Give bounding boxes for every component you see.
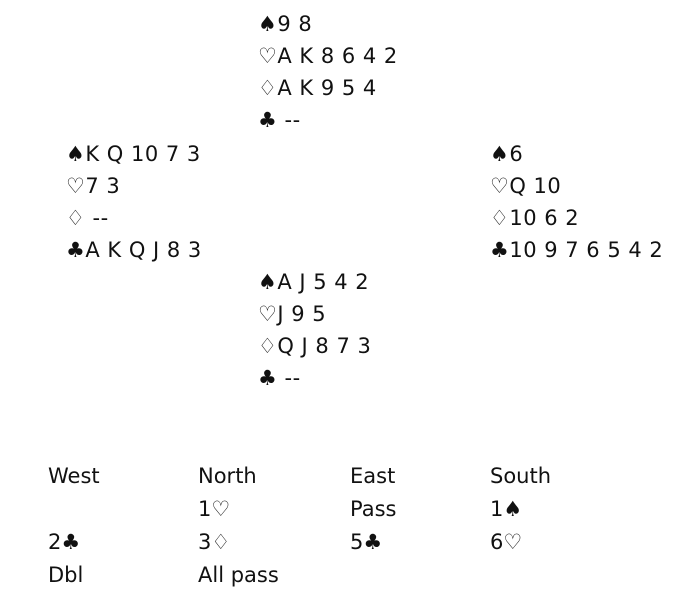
west-hearts: ♡7 3 [66,170,202,202]
spade-suit-symbol: ♠ [258,270,278,294]
north-diamonds: ♢A K 9 5 4 [258,72,398,104]
south-diamonds: ♢Q J 8 7 3 [258,330,371,362]
diamond-suit-symbol: ♢ [66,206,86,230]
club-suit-symbol: ♣ [490,238,510,262]
spade-suit-symbol: ♠ [490,142,510,166]
diamond-suit-symbol: ♢ [258,76,278,100]
east-hearts: ♡Q 10 [490,170,663,202]
east-diamonds-cards: 10 6 2 [509,206,580,230]
bid-cell: 2♣ [48,530,81,554]
club-suit-symbol: ♣ [66,238,86,262]
auction-header-east: East [350,464,396,488]
south-clubs: ♣ -- [258,362,371,394]
west-spades: ♠K Q 10 7 3 [66,138,202,170]
south-hand: ♠A J 5 4 2 ♡J 9 5 ♢Q J 8 7 3 ♣ -- [258,266,371,394]
east-clubs: ♣10 9 7 6 5 4 2 [490,234,663,266]
auction-round-row: 1♡ Pass 1♠ [0,493,680,526]
south-hearts: ♡J 9 5 [258,298,371,330]
west-hearts-cards: 7 3 [85,174,121,198]
bidding-auction-table: West North East South 1♡ Pass 1♠ 2♣ 3♢ 5… [0,460,680,592]
auction-round-row: Dbl All pass [0,559,680,592]
auction-round-row: 2♣ 3♢ 5♣ 6♡ [0,526,680,559]
auction-header-row: West North East South [0,460,680,493]
bid-cell: Dbl [48,563,84,587]
north-spades: ♠9 8 [258,8,398,40]
north-spades-cards: 9 8 [277,12,313,36]
west-hand: ♠K Q 10 7 3 ♡7 3 ♢ -- ♣A K Q J 8 3 [66,138,202,266]
west-clubs-cards: A K Q J 8 3 [85,238,202,262]
south-diamonds-cards: Q J 8 7 3 [277,334,372,358]
bid-cell: 5♣ [350,530,383,554]
north-hearts-cards: A K 8 6 4 2 [277,44,398,68]
bid-cell: 1♡ [198,497,231,521]
heart-suit-symbol: ♡ [490,174,510,198]
south-hearts-cards: J 9 5 [277,302,327,326]
east-spades: ♠6 [490,138,663,170]
bid-cell: 6♡ [490,530,523,554]
west-clubs: ♣A K Q J 8 3 [66,234,202,266]
heart-suit-symbol: ♡ [258,302,278,326]
west-spades-cards: K Q 10 7 3 [85,142,201,166]
east-hearts-cards: Q 10 [509,174,562,198]
bid-cell: 3♢ [198,530,231,554]
south-spades-cards: A J 5 4 2 [277,270,370,294]
west-diamonds: ♢ -- [66,202,202,234]
club-suit-symbol: ♣ [258,108,278,132]
north-clubs-cards: -- [277,108,301,132]
bid-cell: 1♠ [490,497,523,521]
west-diamonds-cards: -- [85,206,109,230]
east-clubs-cards: 10 9 7 6 5 4 2 [509,238,664,262]
auction-header-south: South [490,464,552,488]
east-hand: ♠6 ♡Q 10 ♢10 6 2 ♣10 9 7 6 5 4 2 [490,138,663,266]
north-hearts: ♡A K 8 6 4 2 [258,40,398,72]
diamond-suit-symbol: ♢ [490,206,510,230]
east-diamonds: ♢10 6 2 [490,202,663,234]
east-spades-cards: 6 [509,142,524,166]
spade-suit-symbol: ♠ [258,12,278,36]
heart-suit-symbol: ♡ [258,44,278,68]
north-diamonds-cards: A K 9 5 4 [277,76,377,100]
bid-cell: Pass [350,497,397,521]
bid-cell: All pass [198,563,279,587]
heart-suit-symbol: ♡ [66,174,86,198]
spade-suit-symbol: ♠ [66,142,86,166]
club-suit-symbol: ♣ [258,366,278,390]
south-spades: ♠A J 5 4 2 [258,266,371,298]
auction-header-north: North [198,464,257,488]
north-clubs: ♣ -- [258,104,398,136]
north-hand: ♠9 8 ♡A K 8 6 4 2 ♢A K 9 5 4 ♣ -- [258,8,398,136]
diamond-suit-symbol: ♢ [258,334,278,358]
auction-header-west: West [48,464,100,488]
south-clubs-cards: -- [277,366,301,390]
